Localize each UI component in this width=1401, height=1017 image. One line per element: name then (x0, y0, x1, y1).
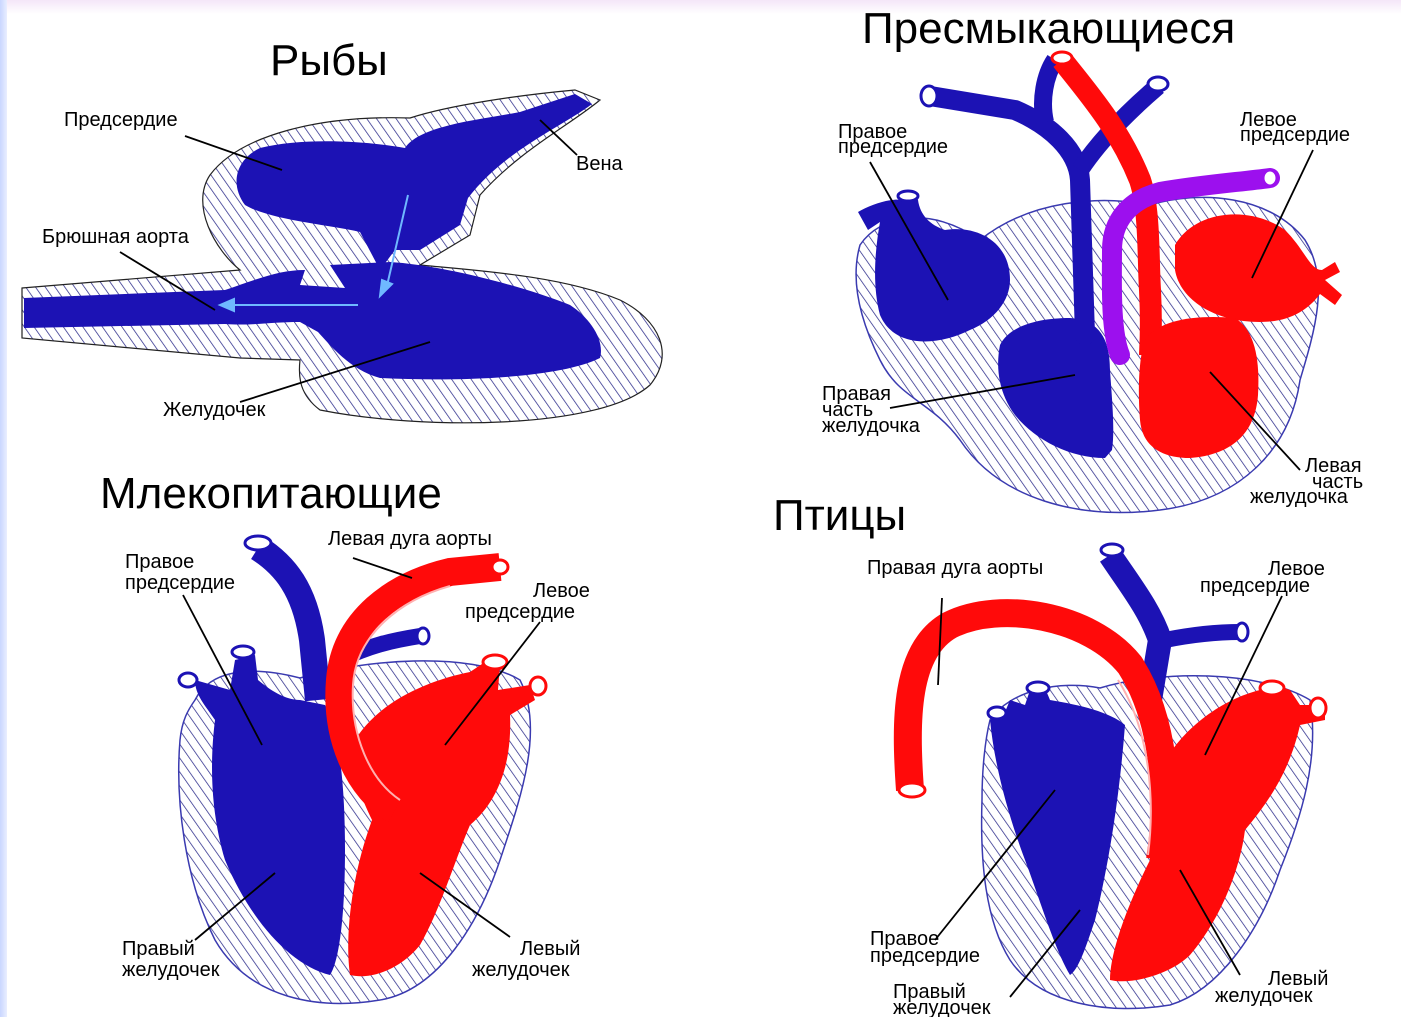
svg-text:желудочек: желудочек (472, 959, 570, 981)
fish-ventricle-label: Желудочек (163, 399, 266, 421)
svg-text:Левый: Левый (520, 938, 580, 960)
svg-text:предсердие: предсердие (465, 601, 575, 623)
mammal-left-atrium-label: Левое предсердие (465, 580, 590, 623)
bird-left-atrium-opening-1 (1260, 681, 1284, 695)
svg-text:Правое: Правое (125, 551, 194, 573)
mammal-vena-cava-opening (245, 536, 271, 550)
mammal-right-ventricle-label: Правый желудочек (122, 938, 220, 981)
bird-right-arch-label: Правая дуга аорты (867, 557, 1043, 579)
svg-text:желудочек: желудочек (1215, 985, 1313, 1007)
svg-text:желудочек: желудочек (893, 997, 991, 1017)
bird-atrium-opening-2 (1027, 682, 1049, 694)
bird-left-ventricle-label: Левый желудочек (1215, 968, 1328, 1007)
bird-heart: Птицы Правая дуга аорты Левое предсердие… (773, 491, 1328, 1017)
mammal-title: Млекопитающие (100, 469, 442, 518)
mammal-right-atrium-label: Правое предсердие (125, 551, 235, 594)
reptile-vessel-opening-2 (1148, 77, 1168, 91)
bird-title: Птицы (773, 491, 906, 540)
reptile-left-ventricle (1139, 317, 1259, 458)
svg-text:предсердие: предсердие (838, 136, 948, 158)
mammal-aorta-opening (492, 560, 508, 574)
fish-vein-label: Вена (576, 153, 624, 175)
fish-title: Рыбы (270, 36, 388, 85)
reptile-heart: Пресмыкающиеся Правое предсердие Лево (822, 4, 1363, 512)
svg-text:предсердие: предсердие (125, 572, 235, 594)
reptile-mixed-opening (1263, 170, 1277, 186)
svg-text:желудочек: желудочек (122, 959, 220, 981)
bird-aorta-opening (899, 783, 925, 797)
fish-atrium-label: Предсердие (64, 109, 178, 131)
bird-right-ventricle-label: Правый желудочек (893, 981, 991, 1017)
mammal-pulmonary-opening (417, 628, 429, 644)
svg-text:желудочка: желудочка (1250, 486, 1349, 508)
bird-left-atrium-label: Левое предсердие (1200, 558, 1325, 597)
reptile-right-atrium-opening (898, 191, 918, 201)
reptile-left-atrium-label: Левое предсердие (1240, 109, 1350, 146)
svg-text:предсердие: предсердие (1240, 124, 1350, 146)
fish-pericardium (22, 90, 662, 423)
mammal-heart: Млекопитающие Правое предсердие Левая ду… (100, 469, 590, 1003)
mammal-left-atrium-opening-1 (483, 655, 507, 669)
reptile-red-aorta-opening (1052, 52, 1072, 64)
mammal-atrium-opening-1 (179, 673, 197, 687)
svg-text:предсердие: предсердие (870, 945, 980, 967)
reptile-right-atrium-label: Правое предсердие (838, 121, 948, 158)
bird-pulmonary-opening (1236, 623, 1248, 641)
bird-pulmonary-branch (1165, 632, 1240, 640)
bird-atrium-opening-1 (988, 707, 1006, 719)
fish-heart: Рыбы Предсердие Вена Брюшная аорта Желуд… (22, 36, 662, 423)
bird-right-atrium-label: Правое предсердие (870, 928, 980, 967)
reptile-left-ventricle-label: Левая часть желудочка (1250, 455, 1363, 508)
svg-text:Левое: Левое (533, 580, 590, 602)
mammal-left-atrium-opening-2 (530, 677, 546, 695)
mammal-left-arch-label: Левая дуга аорты (328, 528, 492, 550)
reptile-vessel-opening-1 (921, 86, 937, 106)
svg-text:Правый: Правый (122, 938, 195, 960)
bird-left-atrium-opening-2 (1310, 698, 1326, 718)
svg-text:желудочка: желудочка (822, 415, 921, 437)
mammal-atrium-opening-2 (232, 646, 254, 658)
bird-vena-cava-opening (1101, 544, 1123, 556)
svg-text:предсердие: предсердие (1200, 575, 1310, 597)
fish-ventral-aorta-label: Брюшная аорта (42, 226, 190, 248)
reptile-title: Пресмыкающиеся (862, 4, 1235, 53)
mammal-left-ventricle-label: Левый желудочек (472, 938, 580, 981)
